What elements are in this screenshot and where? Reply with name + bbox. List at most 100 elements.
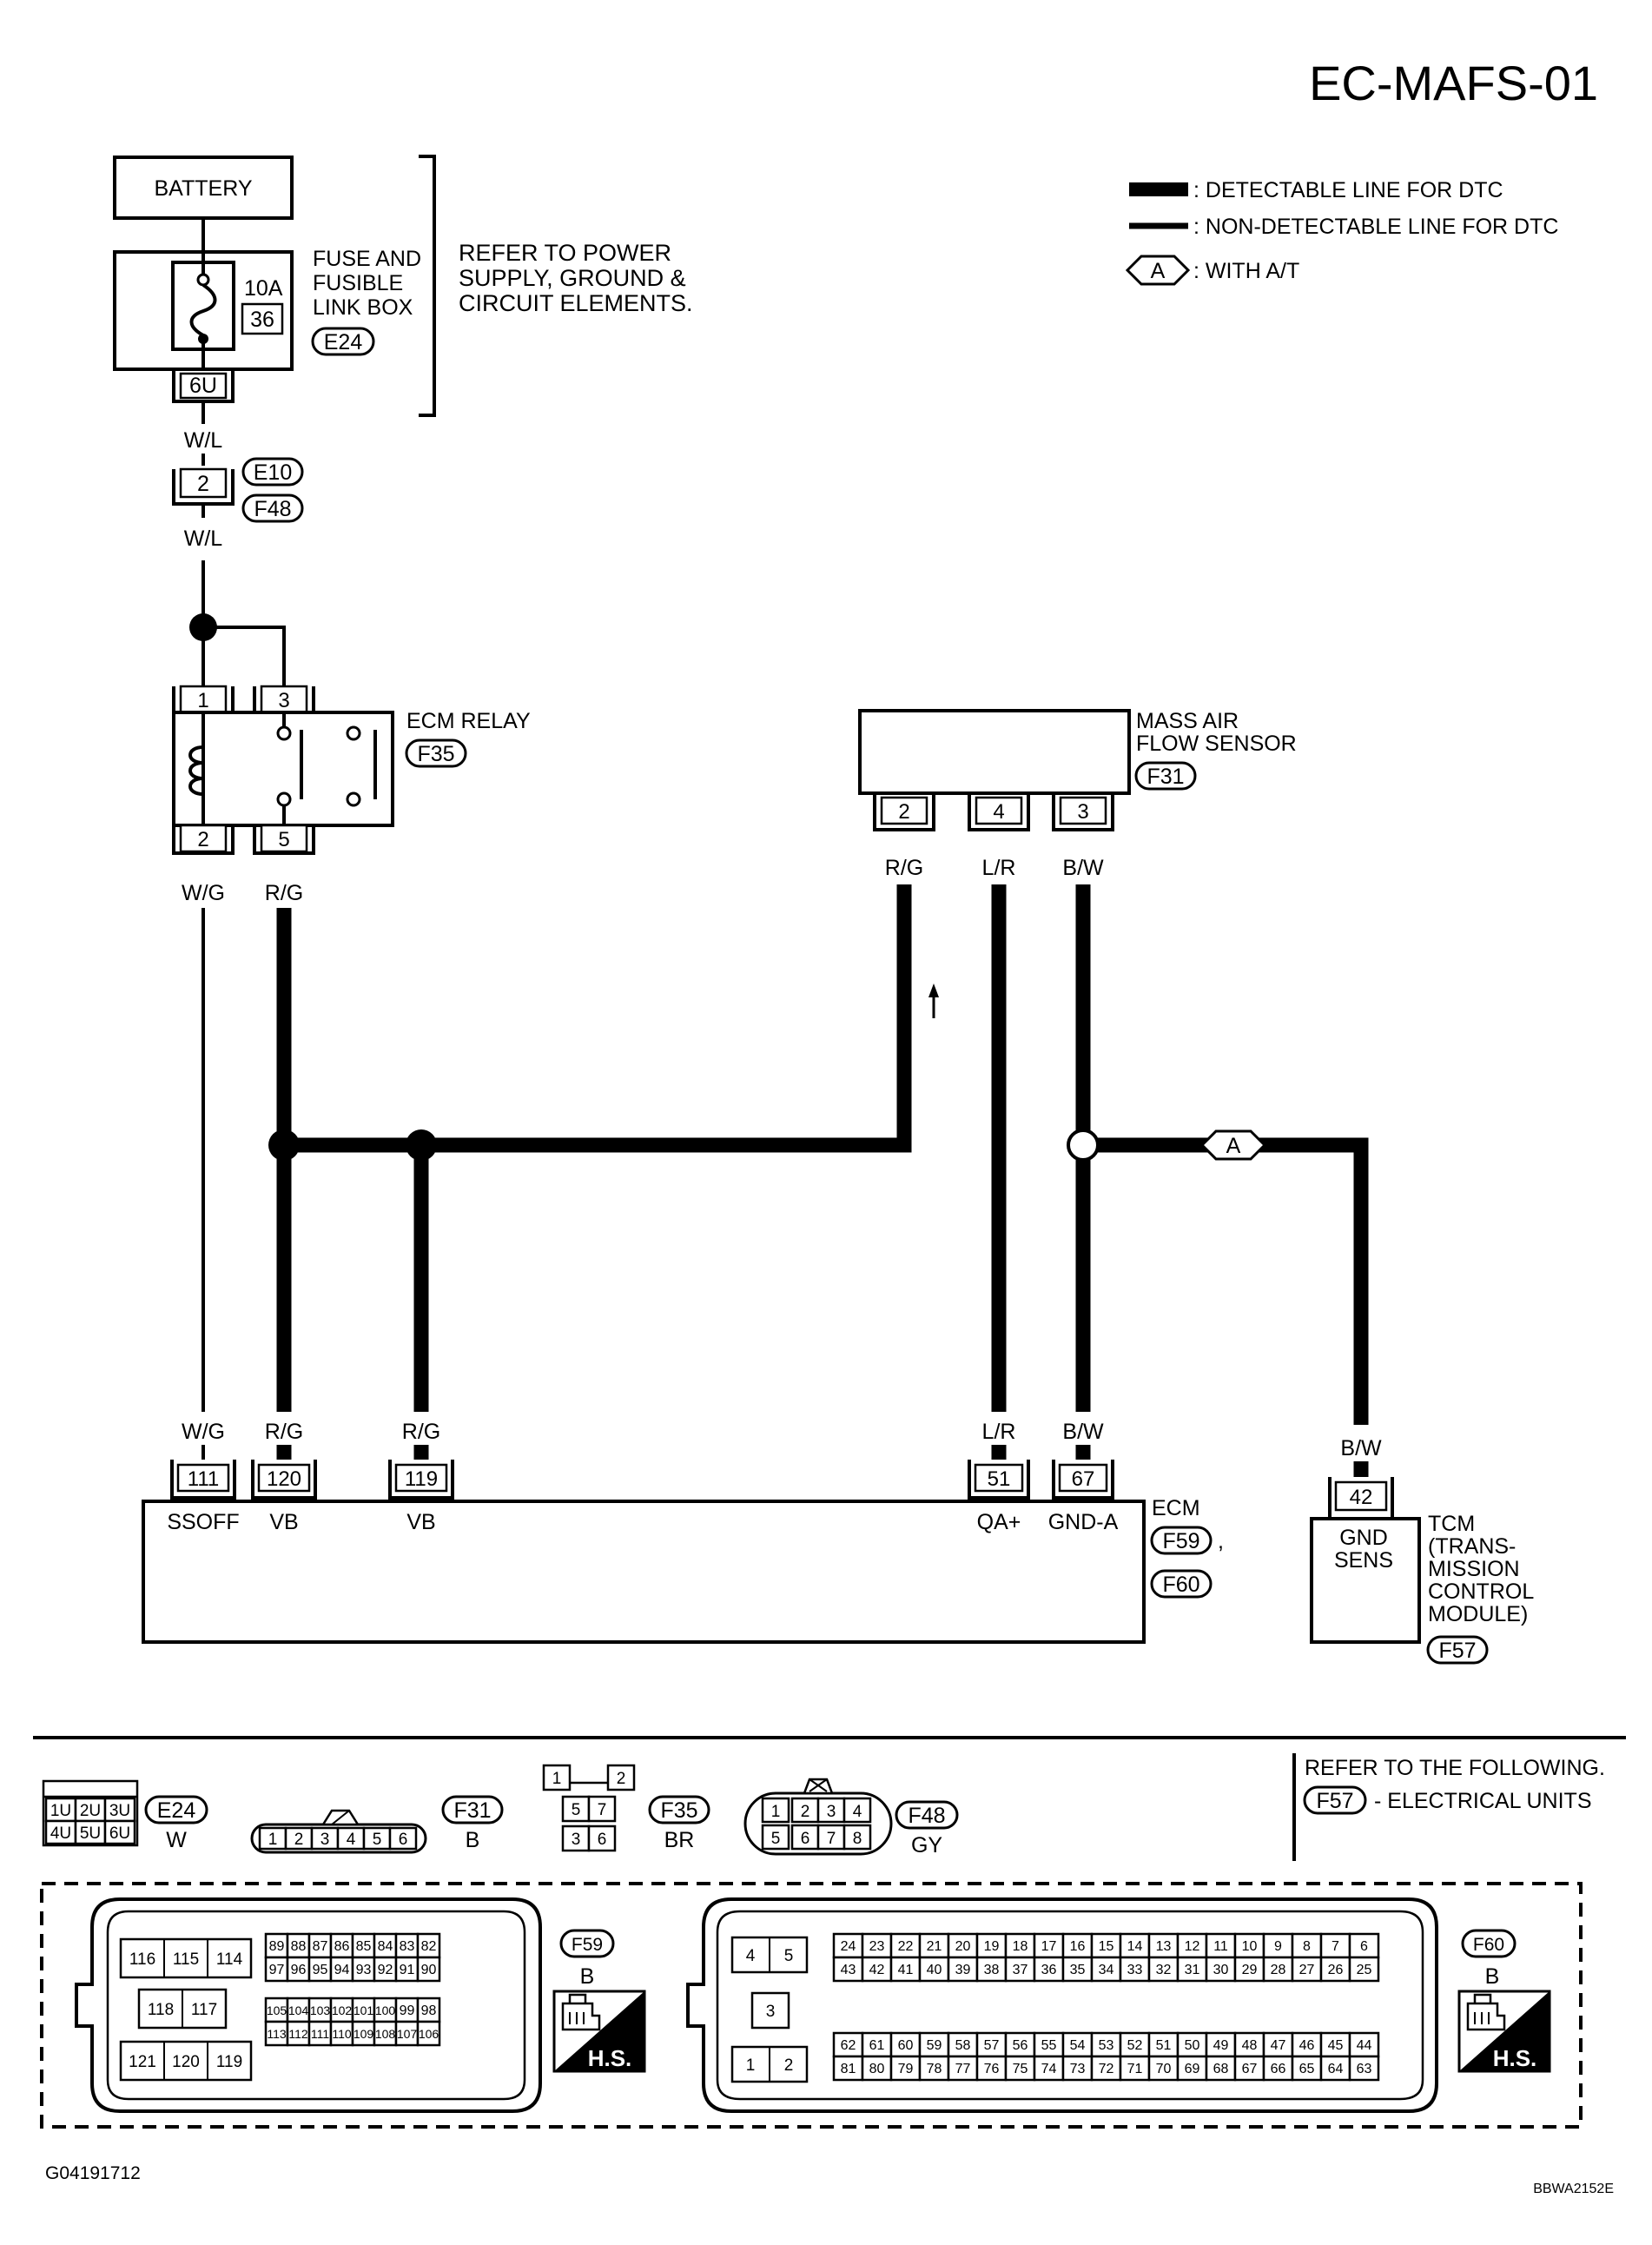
f60-hs-connector-icon <box>1466 1993 1506 2031</box>
ecm-signal-ssoff: SSOFF <box>167 1510 239 1534</box>
ecm-code-f59-badge <box>1150 1526 1213 1555</box>
f31-pin-2: 2 <box>294 1831 304 1849</box>
f59-pin-cell <box>373 2020 398 2047</box>
ecm-code-f59: F59 <box>1162 1529 1199 1553</box>
f59-pin-cell <box>394 1956 420 1983</box>
f60-pin-cell <box>1033 1956 1065 1983</box>
legend-non-detectable-text: : NON-DETECTABLE LINE FOR DTC <box>1193 215 1558 239</box>
ecm-body <box>142 1500 1146 1644</box>
f59-pin-96: 96 <box>291 1963 307 1977</box>
f60-pin-67: 67 <box>1242 2062 1258 2076</box>
f60-code: F60 <box>1473 1935 1504 1955</box>
f59-pin-102: 102 <box>332 2003 353 2017</box>
tcm: B/W 42 GND SENS TCM (TRANS- MISSION CONT… <box>1310 1436 1534 1665</box>
f60-pin-5: 5 <box>784 1947 794 1965</box>
f60-pin-40: 40 <box>927 1963 942 1977</box>
f48-pin-1: 1 <box>771 1803 781 1821</box>
f60-pin-74: 74 <box>1041 2062 1057 2076</box>
f60-pin-19: 19 <box>984 1939 1000 1954</box>
tcm-title-2: (TRANS- <box>1428 1534 1516 1559</box>
f60-pin-7: 7 <box>1332 1939 1339 1954</box>
tcm-code-badge <box>1426 1635 1489 1665</box>
f60-pin-cell <box>1262 1956 1294 1983</box>
f60-pin-13: 13 <box>1156 1939 1172 1954</box>
f59-pin-121: 121 <box>129 2053 156 2071</box>
f59-pin-cell <box>329 2020 354 2047</box>
wiring: A <box>202 884 1369 1425</box>
f60-pin-8: 8 <box>1303 1939 1311 1954</box>
relay-contact-top <box>276 725 292 741</box>
joint-connector-pin-box <box>179 467 228 499</box>
f59-pin-104: 104 <box>288 2003 309 2017</box>
ecm-wire-4: L/R <box>982 1420 1016 1444</box>
ecm-pin-51: 51 <box>988 1467 1011 1491</box>
ecm-wire-5: B/W <box>1062 1420 1104 1444</box>
f35-pin-5: 5 <box>572 1801 581 1819</box>
f60-pin-cell <box>1319 2031 1351 2058</box>
mass-air-flow-sensor: MASS AIR FLOW SENSOR F31 2 4 3 R/G L/R B… <box>858 709 1297 880</box>
f59-pin-101: 101 <box>354 2003 374 2017</box>
f35-code-badge <box>648 1795 710 1824</box>
f60-pin-53: 53 <box>1099 2038 1114 2053</box>
f60-pin-25: 25 <box>1357 1963 1372 1977</box>
f59-pin-87: 87 <box>313 1939 328 1954</box>
f60-pin-54: 54 <box>1070 2038 1086 2053</box>
f60-pin-10: 10 <box>1242 1939 1258 1954</box>
tcm-title-4: CONTROL <box>1428 1579 1534 1604</box>
f60-pin-1: 1 <box>746 2056 756 2075</box>
tcm-signal-1: GND <box>1339 1526 1388 1550</box>
f59-pin-84: 84 <box>378 1939 393 1954</box>
f60-pin-77: 77 <box>955 2062 971 2076</box>
f59-pin-120: 120 <box>172 2053 200 2071</box>
f48-pin-4: 4 <box>853 1803 862 1821</box>
f59-pin-107: 107 <box>397 2027 418 2041</box>
f60-pin-cell <box>1061 2031 1094 2058</box>
f60-pin-cell <box>947 1932 979 1959</box>
f60-pin-23: 23 <box>869 1939 885 1954</box>
sensor-wire-rg: R/G <box>885 856 923 880</box>
power-note-1: REFER TO POWER <box>459 240 671 266</box>
relay-wire-rg: R/G <box>265 881 303 905</box>
e24-pin-5u: 5U <box>80 1824 101 1843</box>
f59-pin-100: 100 <box>375 2003 396 2017</box>
f60-pin-cell <box>947 1956 979 1983</box>
f60-pin-58: 58 <box>955 2038 971 2053</box>
f60-pin-28: 28 <box>1271 1963 1286 1977</box>
wire-color-wl-2: W/L <box>184 526 223 551</box>
wire-tag-a: A <box>1226 1134 1241 1158</box>
refer-code-badge <box>1303 1785 1367 1815</box>
f59-pin-86: 86 <box>334 1939 350 1954</box>
legend: : DETECTABLE LINE FOR DTC : NON-DETECTAB… <box>1125 178 1558 286</box>
f60-pin-43: 43 <box>841 1963 856 1977</box>
f60-pin-35: 35 <box>1070 1963 1086 1977</box>
f59-pin-94: 94 <box>334 1963 350 1977</box>
splice-vb-2 <box>406 1129 437 1161</box>
f60-pin-24: 24 <box>841 1939 856 1954</box>
f59-pin-91: 91 <box>400 1963 415 1977</box>
legend-with-at-text: : WITH A/T <box>1193 259 1299 283</box>
e24-color: W <box>166 1828 187 1852</box>
ecm-wire-2: R/G <box>265 1420 303 1444</box>
f60-pin-cell <box>861 1956 893 1983</box>
f31-pin-4: 4 <box>347 1831 356 1849</box>
f60-pin-cell <box>947 2055 979 2082</box>
f60-pin-4: 4 <box>746 1947 756 1965</box>
f60-pin-59: 59 <box>927 2038 942 2053</box>
fuse-element-icon <box>189 283 217 337</box>
f60-pin-61: 61 <box>869 2038 885 2053</box>
f59-pin-cell <box>286 1932 311 1959</box>
tcm-body <box>1310 1517 1421 1644</box>
tcm-wire: B/W <box>1340 1436 1382 1460</box>
f59-pin-cell <box>394 2020 420 2047</box>
splice-gnd-open <box>1067 1129 1100 1162</box>
ecm-connector-frame <box>40 1882 1583 2129</box>
relay-pin-2: 2 <box>197 828 208 851</box>
fuse-number: 36 <box>250 308 274 332</box>
f60-pin-3: 3 <box>766 2003 776 2021</box>
ecm-pin-67: 67 <box>1072 1467 1095 1491</box>
f60-pin-15: 15 <box>1099 1939 1114 1954</box>
tcm-pin-42: 42 <box>1350 1486 1373 1509</box>
ecm-code-comma: , <box>1218 1529 1224 1553</box>
